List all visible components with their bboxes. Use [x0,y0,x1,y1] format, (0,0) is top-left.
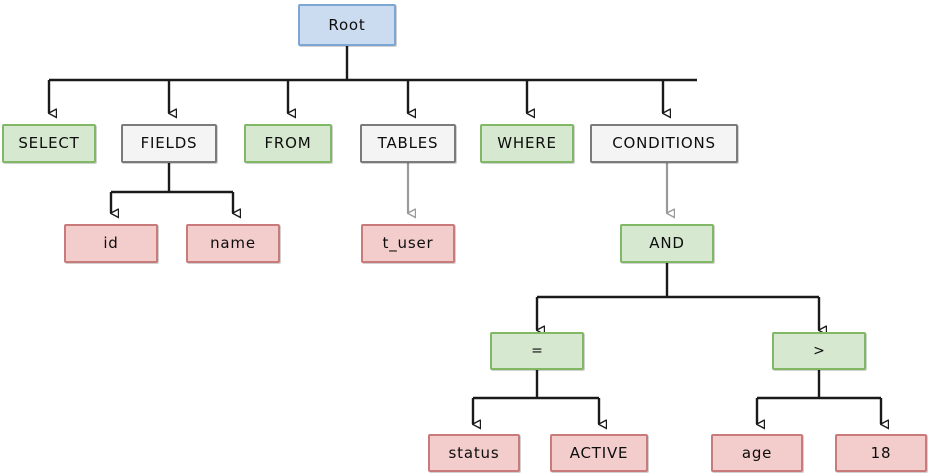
node-name-label: name [210,234,256,252]
node-status-label: status [448,443,500,462]
node-and[interactable]: AND [620,224,714,263]
node-t-user[interactable]: t_user [361,224,455,263]
node-fields-label: FIELDS [140,134,198,152]
node-id[interactable]: id [64,224,158,263]
fields-edges [109,163,233,213]
node-root[interactable]: Root [298,4,396,46]
node-eighteen-label: 18 [870,443,892,462]
node-root-label: Root [328,15,366,34]
node-name[interactable]: name [186,224,280,263]
and-edges [535,263,819,330]
node-select[interactable]: SELECT [2,124,96,163]
node-fields[interactable]: FIELDS [121,124,217,163]
node-conditions[interactable]: CONDITIONS [590,124,738,163]
node-operator-gt-label: > [813,343,825,359]
node-and-label: AND [649,234,685,252]
node-operator-eq[interactable]: = [490,332,584,370]
node-tables-label: TABLES [377,134,439,152]
gt-edges [755,370,881,424]
node-from[interactable]: FROM [244,124,332,163]
node-status[interactable]: status [428,434,520,472]
node-active-label: ACTIVE [569,443,629,462]
node-operator-eq-label: = [531,343,543,359]
root-edges [47,46,697,113]
node-where-label: WHERE [497,134,557,152]
node-tables[interactable]: TABLES [360,124,456,163]
node-age-label: age [741,443,773,462]
node-where[interactable]: WHERE [480,124,574,163]
node-age[interactable]: age [711,434,803,472]
node-select-label: SELECT [18,134,80,152]
node-t-user-label: t_user [382,234,434,252]
node-eighteen[interactable]: 18 [835,434,927,472]
node-operator-gt[interactable]: > [772,332,866,370]
node-conditions-label: CONDITIONS [612,134,716,152]
node-id-label: id [103,234,119,252]
node-from-label: FROM [264,134,312,152]
node-active[interactable]: ACTIVE [550,434,648,472]
eq-edges [471,370,599,424]
